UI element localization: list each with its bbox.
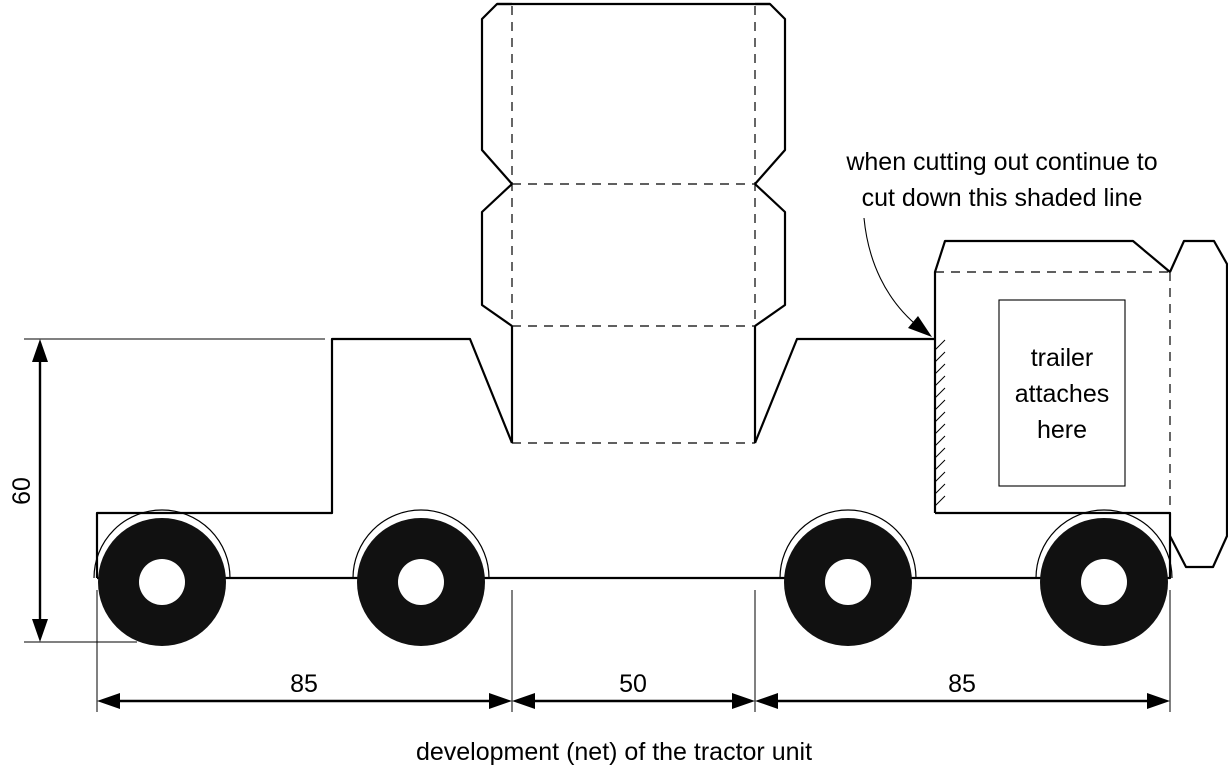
- trailer-attachment-area: [998, 299, 1126, 487]
- trailer-label-line3: here: [1037, 416, 1087, 444]
- cab-section: [933, 239, 1228, 569]
- wheel-3: [779, 509, 917, 646]
- wheel-4: [1035, 509, 1173, 646]
- width-dimensions: [96, 590, 1171, 712]
- right-width-label: 85: [948, 670, 976, 698]
- wheel-2: [352, 509, 490, 646]
- top-flap-middle: [480, 183, 787, 327]
- body-outline: [95, 337, 1172, 580]
- cutting-note-line2: cut down this shaded line: [862, 184, 1143, 212]
- wheels: [93, 509, 1173, 646]
- top-flap-upper: [480, 2, 787, 185]
- trailer-label-line2: attaches: [1015, 380, 1110, 408]
- wheel-1: [93, 509, 231, 646]
- trailer-label-line1: trailer: [1031, 344, 1094, 372]
- middle-width-label: 50: [619, 670, 647, 698]
- shaded-cut-line: [934, 339, 946, 507]
- cab-side-flap: [1168, 239, 1228, 569]
- caption: development (net) of the tractor unit: [416, 738, 812, 766]
- left-width-label: 85: [290, 670, 318, 698]
- cab-outline: [933, 239, 1171, 513]
- height-label: 60: [8, 477, 36, 505]
- cutting-note-line1: when cutting out continue to: [845, 148, 1157, 176]
- top-flaps: [480, 2, 787, 443]
- leader-arrowhead: [908, 316, 932, 337]
- cutting-note-leader: [863, 217, 921, 329]
- height-dimension: [24, 338, 325, 643]
- central-fold-lines: [511, 6, 756, 444]
